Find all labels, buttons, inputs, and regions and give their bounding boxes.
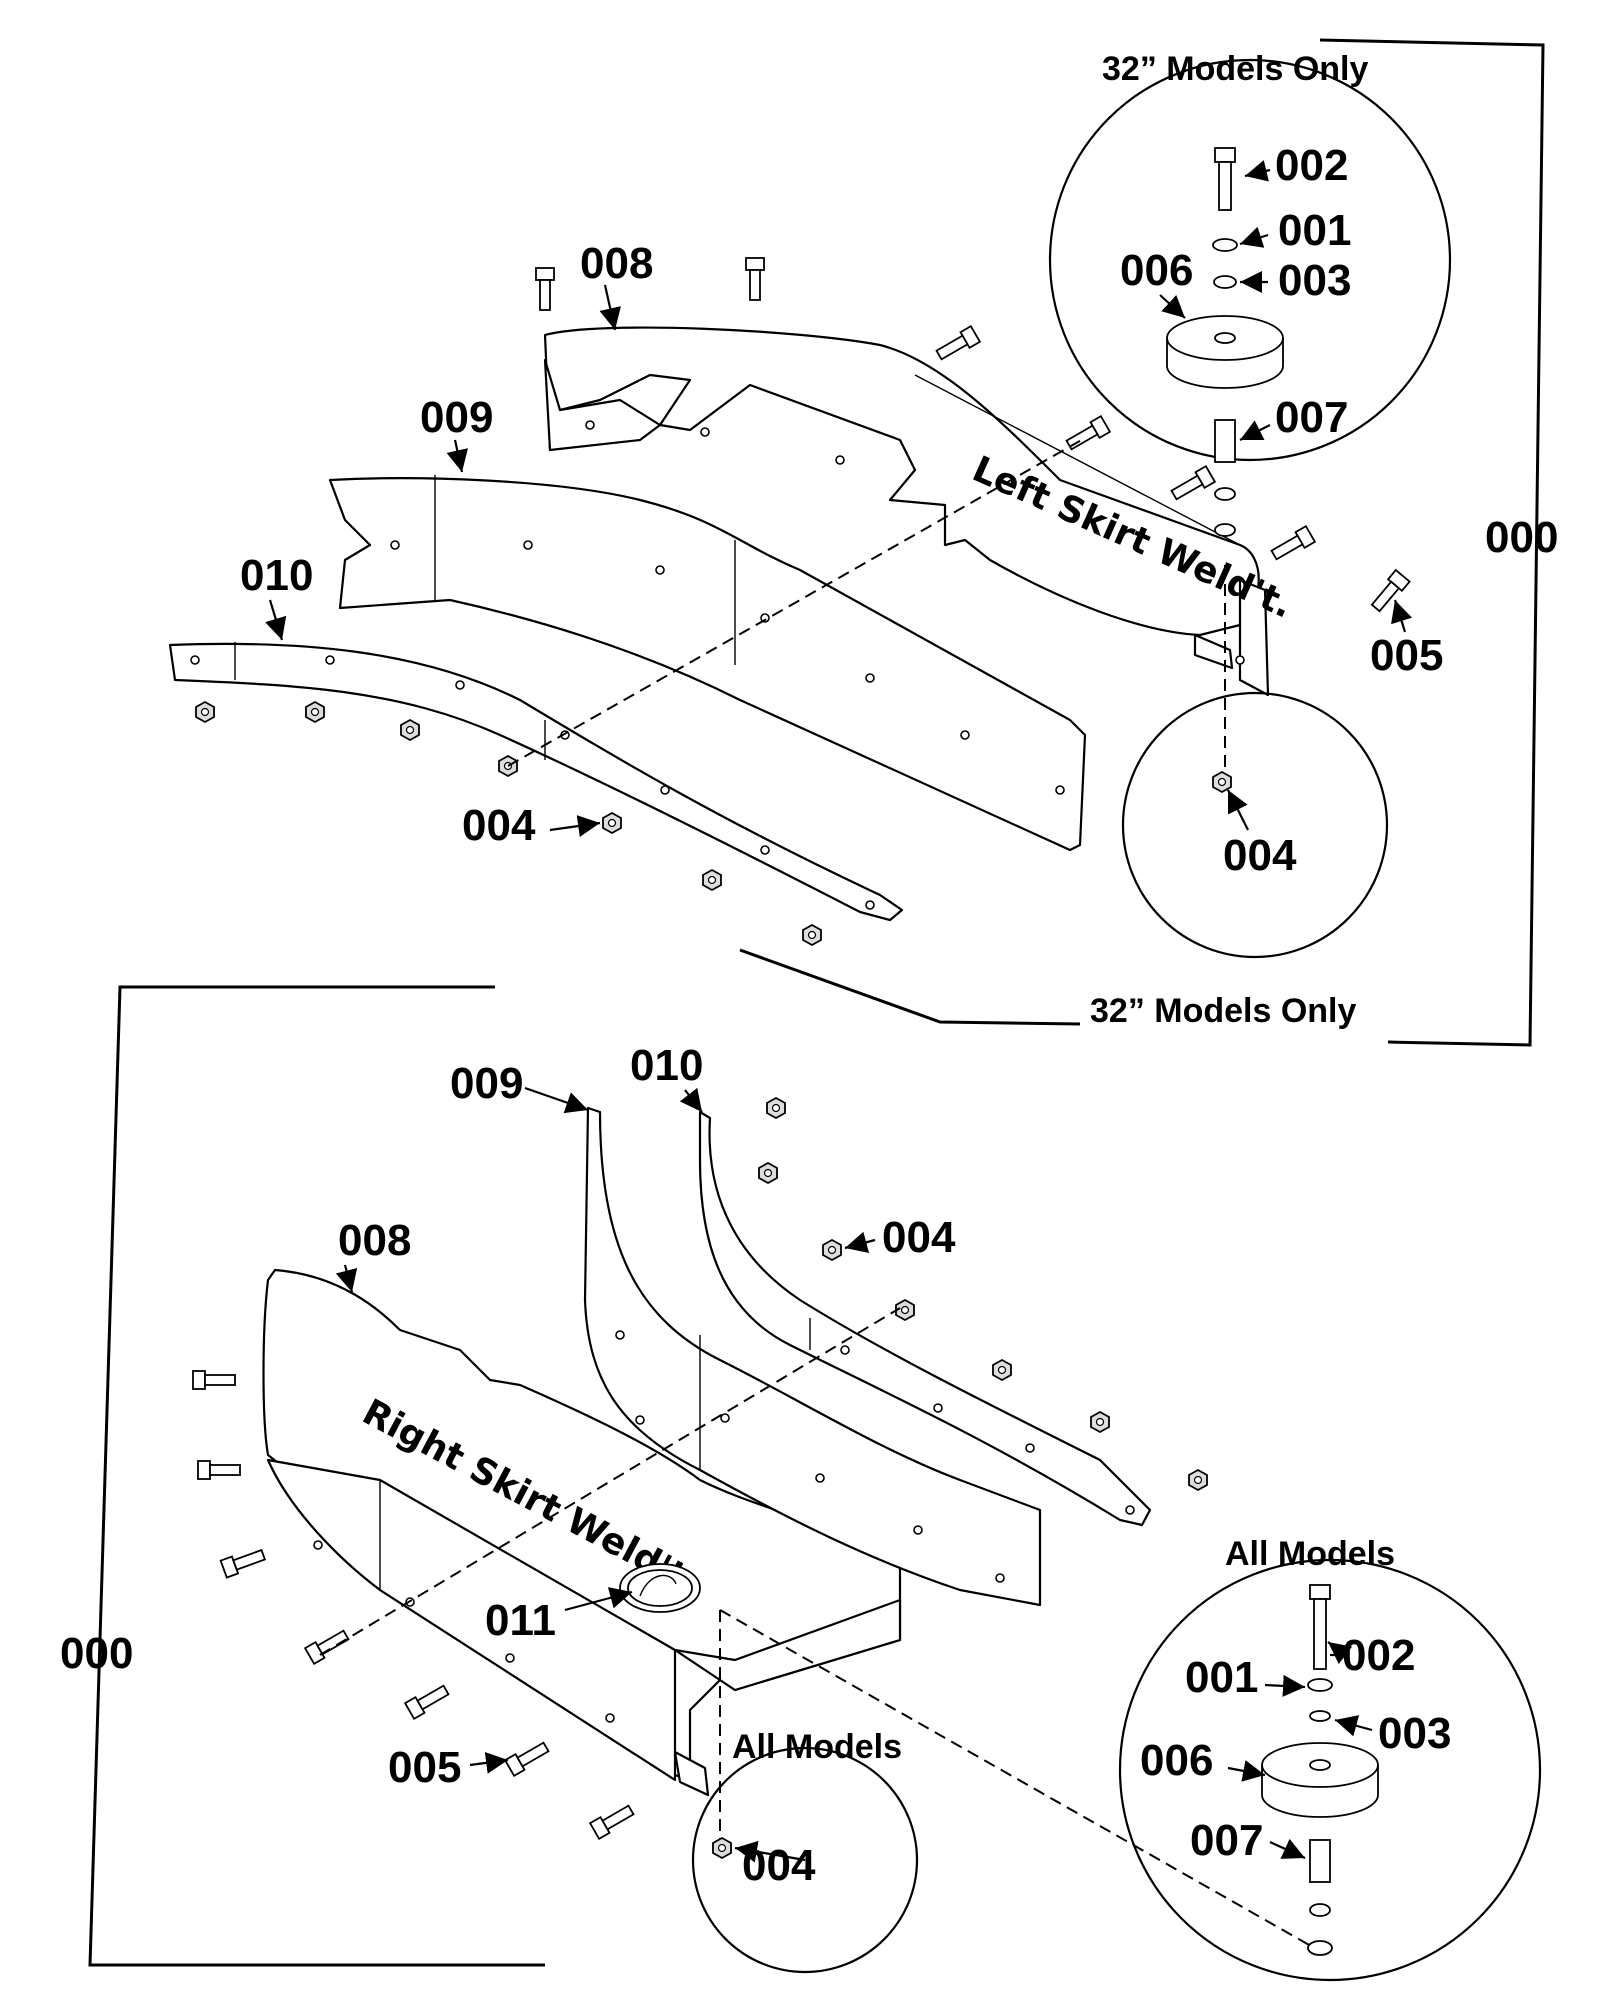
bumper-wheel-icon — [1261, 1742, 1379, 1818]
bottom-assembly: Right Skirt Weld't. — [60, 985, 1542, 1982]
callout-008-bottom: 008 — [338, 1216, 411, 1265]
upper-detail-hardware — [1166, 147, 1284, 793]
callout-006-bottom: 006 — [1140, 1736, 1213, 1785]
assembly-bracket-top — [1319, 38, 1545, 1047]
spacer-icon — [1214, 419, 1236, 463]
callout-008-top: 008 — [580, 239, 653, 288]
callout-004-top-left: 004 — [462, 801, 536, 850]
part-010-bottom — [698, 1110, 1152, 1527]
callout-006-top: 006 — [1120, 246, 1193, 295]
detail-circle-bottom-right — [1118, 1558, 1542, 1982]
note-all-models-right: All Models — [1225, 1535, 1395, 1573]
callout-003-bottom: 003 — [1378, 1709, 1451, 1758]
detail-circle-lower — [1121, 691, 1389, 959]
note-32-models-upper: 32” Models Only — [1102, 50, 1368, 88]
spacer-icon — [1309, 1839, 1331, 1883]
bottom-detail-hardware — [1261, 1584, 1379, 1956]
callout-010-top: 010 — [240, 551, 313, 600]
part-009-top — [328, 475, 1087, 852]
bumper-wheel-icon — [1166, 315, 1284, 389]
callout-007-top: 007 — [1275, 393, 1348, 442]
callout-000-bottom: 000 — [60, 1629, 133, 1678]
callout-009-top: 009 — [420, 393, 493, 442]
callout-009-bottom: 009 — [450, 1059, 523, 1108]
part-009-bottom — [583, 1106, 1042, 1607]
callout-003-top: 003 — [1278, 256, 1351, 305]
callout-005-bottom: 005 — [388, 1743, 461, 1792]
note-32-models-lower: 32” Models Only — [1090, 992, 1356, 1030]
callout-002-bottom: 002 — [1342, 1631, 1415, 1680]
callout-010-bottom: 010 — [630, 1041, 703, 1090]
callout-011-bottom: 011 — [485, 1596, 556, 1645]
note-all-models-left: All Models — [732, 1728, 902, 1766]
assembly-bracket-bottom — [88, 985, 545, 1967]
detail-circle-bottom-left — [691, 1746, 919, 1974]
detail-circle-upper — [1048, 58, 1452, 462]
callout-004-bottom-upper: 004 — [882, 1213, 956, 1262]
callout-004-bottom-detail: 004 — [742, 1841, 816, 1890]
callout-001-bottom: 001 — [1185, 1653, 1258, 1702]
callout-001-top: 001 — [1278, 206, 1351, 255]
logo-decal-icon — [619, 1563, 701, 1613]
callout-002-top: 002 — [1275, 141, 1348, 190]
part-010-top — [168, 642, 904, 922]
top-assembly: Left Skirt Weld't. — [168, 38, 1558, 1047]
assembly-bracket-top-lower — [739, 948, 1081, 1026]
callout-007-bottom: 007 — [1190, 1816, 1263, 1865]
callout-004-top-detail: 004 — [1223, 831, 1297, 880]
callout-000-top: 000 — [1485, 513, 1558, 562]
callout-005-top: 005 — [1370, 631, 1443, 680]
